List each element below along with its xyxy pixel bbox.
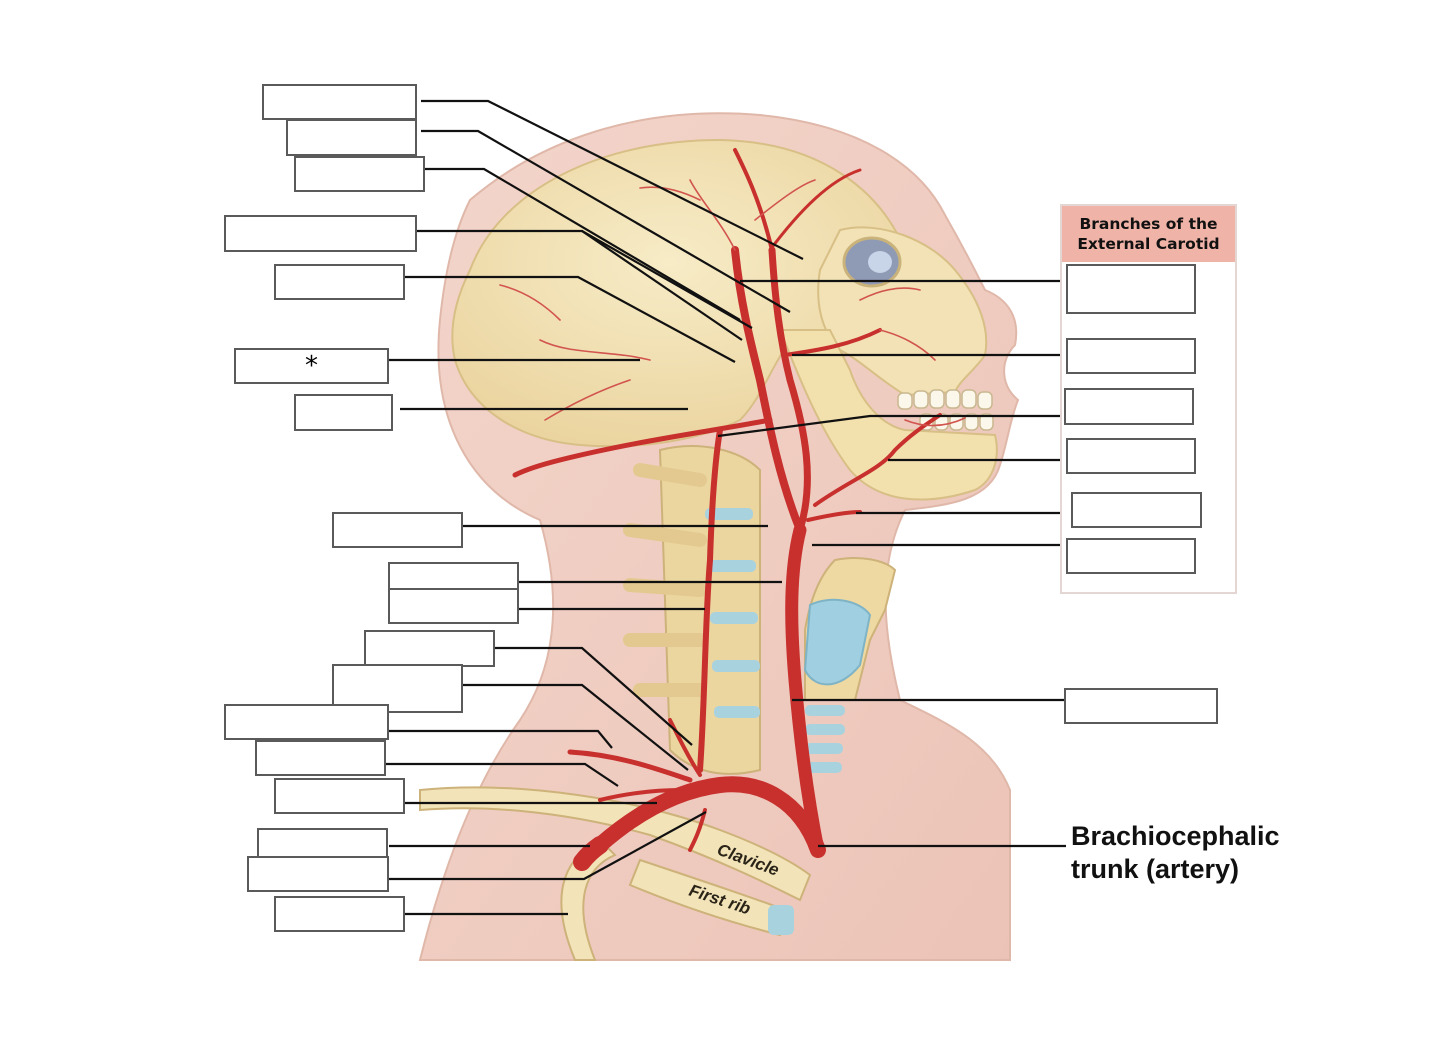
subclavian-arch — [592, 776, 826, 858]
label-box-left-3[interactable] — [294, 156, 425, 192]
external-carotid-artery — [768, 246, 811, 534]
label-box-left-4[interactable] — [224, 215, 417, 252]
brachiocephalic-trunk-label: Brachiocephalic trunk (artery) — [1071, 820, 1280, 886]
label-box-left-10[interactable] — [388, 588, 519, 624]
label-box-right-7[interactable] — [1064, 688, 1218, 724]
label-box-left-5[interactable] — [274, 264, 405, 300]
label-box-right-4[interactable] — [1066, 438, 1196, 474]
superficial-temporal-artery — [733, 148, 774, 252]
leader-lines — [385, 99, 1071, 916]
label-box-left-asterisk[interactable]: * — [234, 348, 389, 384]
vertebral-artery — [697, 427, 723, 773]
label-box-left-2[interactable] — [286, 119, 417, 156]
label-box-left-8[interactable] — [332, 512, 463, 548]
label-box-left-13[interactable] — [224, 704, 389, 740]
label-box-right-5[interactable] — [1071, 492, 1202, 528]
brachiocephalic-line-2: trunk (artery) — [1071, 854, 1240, 884]
label-box-left-11[interactable] — [364, 630, 495, 667]
label-box-left-15[interactable] — [274, 778, 405, 814]
label-box-left-1[interactable] — [262, 84, 417, 120]
label-box-left-7[interactable] — [294, 394, 393, 431]
maxillary-artery — [783, 328, 882, 357]
asterisk-marker: * — [305, 351, 318, 381]
label-box-left-17[interactable] — [247, 856, 389, 892]
larynx-trachea — [803, 557, 897, 773]
label-box-right-3[interactable] — [1064, 388, 1194, 425]
common-carotid-artery — [785, 523, 825, 857]
legend-title: Branches of the External Carotid — [1062, 206, 1235, 262]
brachiocephalic-line-1: Brachiocephalic — [1071, 821, 1280, 851]
label-box-left-14[interactable] — [255, 740, 386, 776]
label-box-right-2[interactable] — [1066, 338, 1196, 374]
label-box-right-1[interactable] — [1066, 264, 1196, 314]
label-box-right-6[interactable] — [1066, 538, 1196, 574]
internal-carotid-artery — [731, 246, 804, 534]
arteries — [499, 148, 966, 871]
label-box-left-18[interactable] — [274, 896, 405, 932]
teeth — [897, 389, 994, 431]
occipital-artery — [512, 417, 773, 478]
